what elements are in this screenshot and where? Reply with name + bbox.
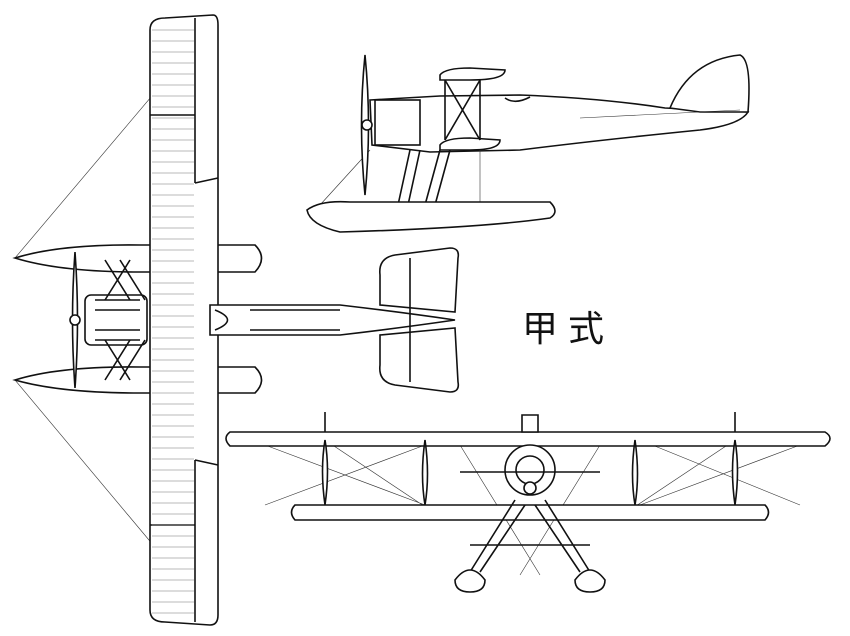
engine-plan <box>84 294 148 346</box>
fuselage-plan <box>209 304 456 336</box>
aircraft-type-label: 甲式 <box>522 309 615 350</box>
plan-view <box>12 14 460 626</box>
upper-wing <box>149 14 219 626</box>
front-view <box>225 412 831 593</box>
lower-wing-side <box>439 137 501 151</box>
float-right-front <box>574 569 606 593</box>
float-side <box>306 200 556 233</box>
upper-wing-front <box>225 431 831 447</box>
float-upper <box>12 244 263 273</box>
stabilizer-lower <box>378 327 460 393</box>
side-view <box>306 54 750 233</box>
lower-wing-front <box>290 504 770 521</box>
upper-wing-side <box>439 67 506 81</box>
tail-fin <box>668 54 750 113</box>
float-lower <box>12 366 263 394</box>
float-left-front <box>454 569 486 593</box>
engine-side <box>374 99 421 146</box>
stabilizer-upper <box>378 247 460 313</box>
